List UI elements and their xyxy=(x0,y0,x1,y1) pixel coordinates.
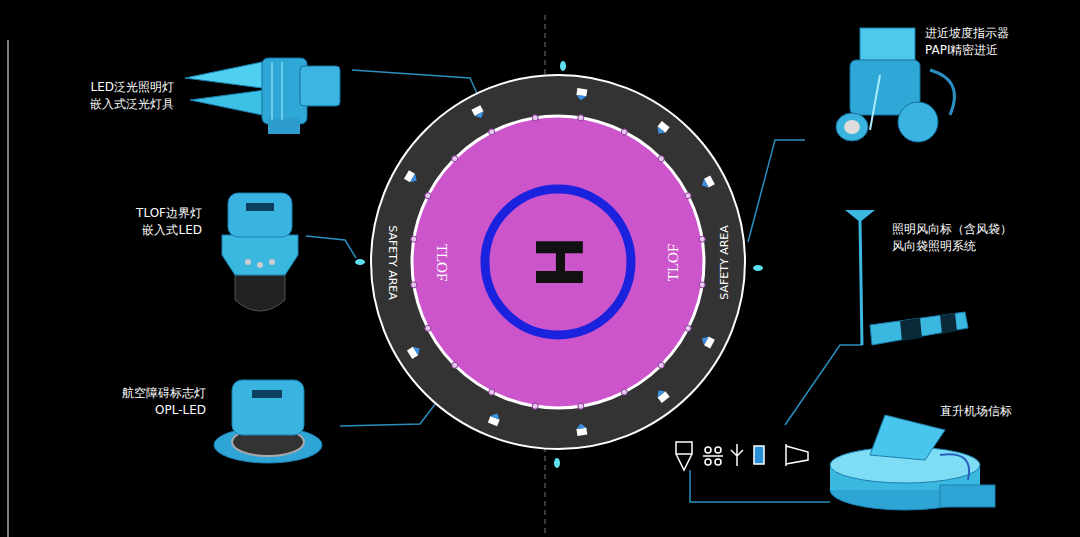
part-label: TLOF边界灯 xyxy=(136,206,202,221)
perimeter-light xyxy=(685,193,691,199)
part-label: 航空障碍标志灯 xyxy=(122,386,206,401)
area-name: TLOF xyxy=(667,243,682,281)
windsock-icon xyxy=(786,444,808,466)
perimeter-light xyxy=(699,236,705,242)
part-label: 风向袋照明系统 xyxy=(892,239,976,254)
papi-icon xyxy=(703,455,723,457)
perimeter-light xyxy=(532,115,538,121)
part-label: 直升机场信标 xyxy=(940,404,1012,419)
area-name: SAFETY AREA xyxy=(387,225,398,300)
area-name: TLOF xyxy=(435,243,450,281)
part-label: LED泛光照明灯 xyxy=(90,80,174,95)
leader-lines xyxy=(306,70,862,502)
h-marking: H xyxy=(526,235,590,289)
ring-light xyxy=(576,423,588,436)
part-label: 进近坡度指示器 xyxy=(925,26,1009,41)
leader-line xyxy=(785,345,862,425)
leader-line xyxy=(352,70,480,100)
light-icon xyxy=(676,454,692,470)
ring-light xyxy=(488,411,502,426)
icon-row xyxy=(676,442,808,470)
ring-light xyxy=(576,88,588,101)
floodlight-figure xyxy=(185,58,340,134)
h-ring-outline xyxy=(485,189,631,335)
leader-line xyxy=(690,470,830,502)
leader-line xyxy=(306,236,356,258)
perimeter-light xyxy=(578,403,584,409)
tlof-circle: TLOF TLOF H xyxy=(410,114,706,410)
perimeter-light xyxy=(532,403,538,409)
perimeter-light xyxy=(621,129,627,135)
inset-light-figure xyxy=(222,193,298,311)
light-icon xyxy=(676,442,692,454)
perimeter-light xyxy=(685,325,691,331)
area-name: SAFETY AREA xyxy=(718,225,729,300)
ring-outline xyxy=(371,75,745,449)
perimeter-light xyxy=(452,156,458,162)
perimeter-light xyxy=(658,156,664,162)
perimeter-light xyxy=(578,115,584,121)
perimeter-light xyxy=(452,362,458,368)
part-label: 嵌入式泛光灯具 xyxy=(90,97,174,112)
ring-light xyxy=(471,105,485,120)
part-label: 嵌入式LED xyxy=(142,223,202,238)
part-label: OPL-LED xyxy=(155,403,206,418)
edge-markers xyxy=(355,61,763,468)
perimeter-light xyxy=(699,282,705,288)
perimeter-light xyxy=(425,193,431,199)
part-label: PAPI精密进近 xyxy=(925,43,998,58)
ring-light xyxy=(700,334,715,348)
part-label: 照明风向标（含风袋） xyxy=(892,222,1012,237)
battery-icon xyxy=(754,446,764,464)
beacon-figure xyxy=(830,415,995,510)
ring-light xyxy=(404,170,419,185)
ring-light xyxy=(407,344,422,359)
safety-area-ring: SAFETY AREA SAFETY AREA TLOF TLOF H xyxy=(370,74,746,450)
perimeter-light xyxy=(425,325,431,331)
perimeter-light xyxy=(658,362,664,368)
frame-line xyxy=(8,40,9,537)
perimeter-light xyxy=(411,282,417,288)
h-marking-circle: H xyxy=(480,184,636,340)
leader-line xyxy=(748,140,805,242)
perimeter-light xyxy=(411,236,417,242)
ring-light xyxy=(700,175,715,189)
ring-light xyxy=(654,121,669,137)
perimeter-light xyxy=(621,389,627,395)
obstacle-light-figure xyxy=(214,380,322,463)
tlof-outline xyxy=(412,116,704,408)
ring-light xyxy=(654,387,669,403)
perimeter-light xyxy=(489,129,495,135)
perimeter-light xyxy=(489,389,495,395)
antenna-icon xyxy=(731,444,743,466)
